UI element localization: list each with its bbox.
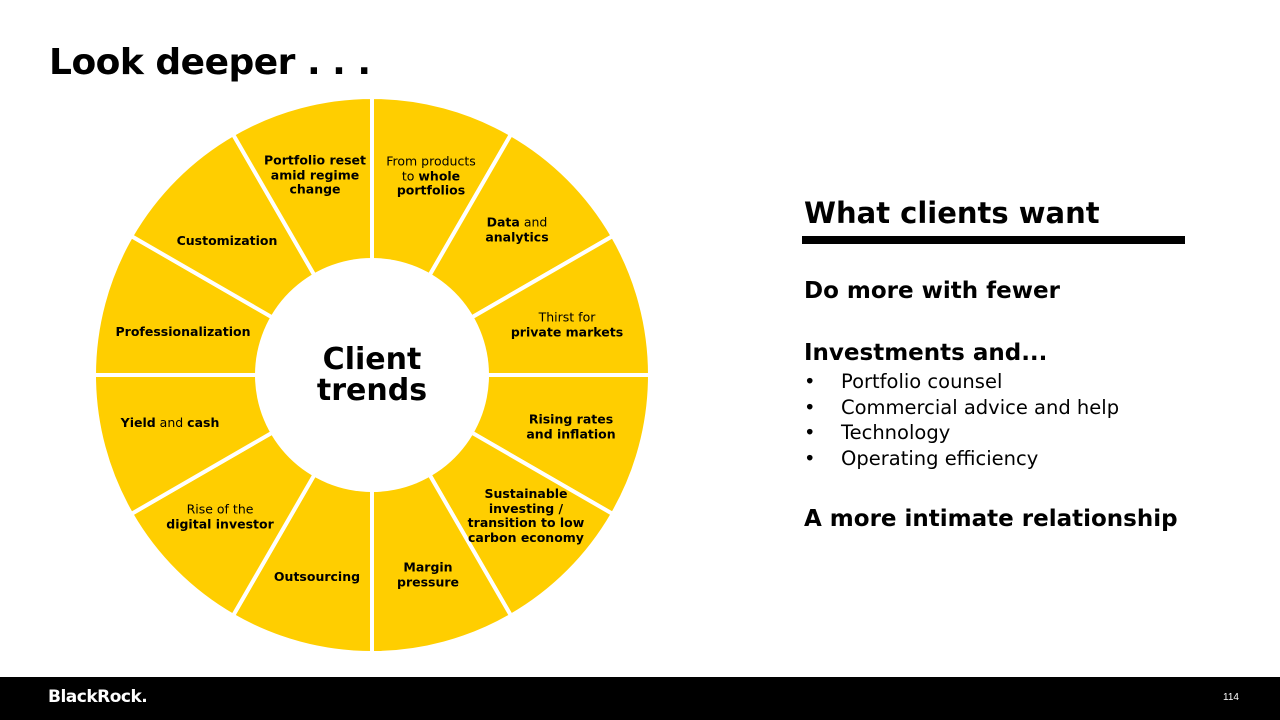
segment-label-text: and inflation [526,426,616,441]
bullet-text: Portfolio counsel [841,370,1003,393]
segment-label-text: change [289,181,341,197]
bullet-text: Operating efficiency [841,447,1039,471]
segment-label-text: transition to low [467,515,585,530]
blackrock-logo: BlackRock. [48,687,148,707]
segment-label-line: Margin [397,559,459,576]
bullet-item: • Portfolio counsel [804,369,1119,395]
segment-label-line: Outsourcing [273,568,361,585]
segment-label-text: Outsourcing [273,568,361,584]
client-trends-wheel [94,97,650,653]
segment-label-text: to [401,167,419,183]
segment-label-line: Customization [176,232,278,249]
segment-label-text: portfolios [396,182,466,198]
segment-label-text: Margin [403,559,453,575]
bullet-icon: • [804,370,816,393]
segment-label-text: Professionalization [115,323,251,339]
segment-label-line: Professionalization [115,323,251,340]
segment-label-text: analytics [485,229,549,244]
segment-label-text: private markets [510,324,624,339]
heading-do-more: Do more with fewer [804,278,1060,304]
segment-label-text: cash [187,414,220,430]
segment-label: Customization [176,232,278,249]
segment-label-line: and inflation [526,426,616,442]
panel-title: What clients want [804,196,1100,230]
segment-label-text: digital investor [166,516,274,531]
segment-label-line: transition to low [467,515,585,531]
heading-investments: Investments and... [804,340,1048,366]
segment-label-line: carbon economy [468,529,585,546]
segment-label-text: Sustainable [484,486,568,501]
bullet-icon: • [804,447,816,471]
segment-label-line: to whole [386,167,476,184]
footer-bar: BlackRock. 114 [0,677,1280,720]
bullet-icon: • [804,395,816,419]
segment-label-text: Customization [176,232,278,248]
segment-label-text: Rise of the [186,501,254,517]
slide-title: Look deeper . . . [49,42,371,83]
bullet-icon: • [804,421,816,445]
segment-label-line: Rising rates [526,411,615,428]
segment-label-text: Portfolio reset [264,152,366,168]
segment-label-line: Data and [485,214,548,231]
wheel-center-circle [255,258,489,492]
bullet-item: • Commercial advice and help [804,395,1119,421]
segment-label: Outsourcing [273,568,361,585]
center-label-line: trends [316,373,428,408]
segment-label-line: Sustainable [468,486,585,502]
segment-label-line: portfolios [386,183,476,198]
segment-label-text: and [155,414,188,430]
segment-label-line: digital investor [166,516,274,532]
bullet-list: • Portfolio counsel • Commercial advice an… [804,369,1119,472]
segment-label-line: Yield and cash [120,414,220,431]
bullet-text: Commercial advice and help [841,395,1120,419]
title-rule [802,236,1185,244]
center-label-line: Client [322,342,422,377]
segment-label-text: amid regime [270,166,360,182]
bullet-item: • Technology [804,420,1119,446]
wheel-center-label: Client trends [317,344,427,406]
segment-label-text: Yield [120,414,156,430]
bullet-item: • Operating efficiency [804,446,1119,472]
segment-label-text: investing / [488,500,564,516]
segment-label: Yield and cash [120,414,220,431]
segment-label-text: Data [486,214,520,230]
segment-label-text: Rising rates [528,411,614,427]
segment-label: Professionalization [115,323,251,340]
segment-label-text: carbon economy [468,529,584,545]
segment-label-line: private markets [510,324,624,340]
segment-label-line: analytics [485,229,549,245]
bullet-text: Technology [841,421,951,445]
segment-label-line: Rise of the [166,501,274,518]
segment-label-line: investing / [468,500,585,517]
segment-label-line: pressure [396,574,460,590]
segment-label-text: and [519,214,548,230]
segment-label-text: From products [386,153,476,169]
page-number: 114 [1223,692,1239,703]
segment-label-line: amid regime [264,166,366,183]
segment-label-line: Portfolio reset [264,153,366,168]
segment-label-line: From products [386,154,476,169]
segment-label-text: whole [418,167,461,183]
segment-label-line: change [264,182,366,197]
heading-intimate-relationship: A more intimate relationship [804,506,1178,532]
segment-label-text: Thirst for [538,309,596,325]
segment-label-line: Thirst for [511,309,623,326]
segment-label-text: pressure [396,574,460,589]
